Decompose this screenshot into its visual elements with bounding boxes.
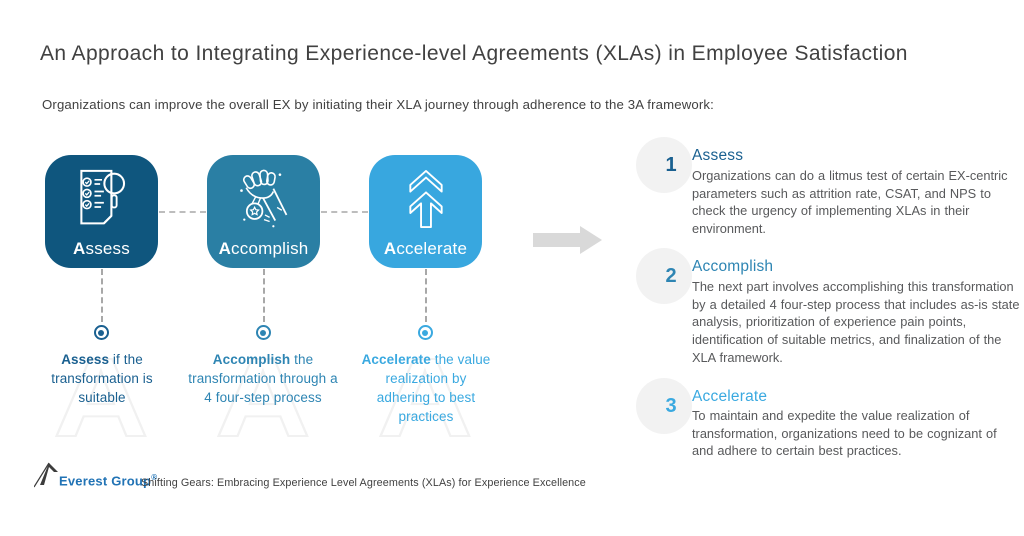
step-bullet (255, 325, 271, 340)
step-label: Assess (73, 239, 130, 258)
everest-group-logo-text: Everest Group® (59, 473, 158, 489)
registered-mark: ® (151, 473, 158, 482)
detail-body: To maintain and expedite the value reali… (692, 408, 997, 459)
bullet-dot (260, 329, 266, 336)
detail-heading-accelerate: Accelerate (692, 388, 768, 405)
dashed-connector-vertical (100, 269, 103, 322)
step-bullet (417, 325, 433, 340)
watermark-letter-a: A (214, 335, 312, 460)
step-label: Accomplish (218, 239, 309, 258)
detail-body: Organizations can do a litmus test of ce… (692, 168, 1008, 236)
watermark-letter-a: A (376, 335, 474, 460)
step-caption-accomplish: Accomplish the transformation through a … (188, 352, 338, 405)
detail-number: 1 (665, 153, 677, 176)
bullet-dot (98, 329, 104, 336)
bullet-dot (422, 329, 428, 336)
step-box-assess: Assess (45, 155, 158, 268)
right-arrow-icon (531, 224, 605, 261)
detail-number: 3 (665, 394, 677, 417)
page-title: An Approach to Integrating Experience-le… (40, 42, 908, 65)
detail-number-circle: 1 (636, 137, 692, 193)
double-chevron-up-icon (396, 166, 456, 232)
page-subtitle: Organizations can improve the overall EX… (42, 97, 714, 112)
step-bullet (93, 325, 109, 340)
dashed-connector-horizontal (321, 211, 368, 213)
detail-number: 2 (665, 264, 677, 287)
dashed-connector-vertical (262, 269, 265, 322)
source-text: Shifting Gears: Embracing Experience Lev… (141, 477, 586, 489)
step-box-accelerate: Accelerate (369, 155, 482, 268)
detail-number-circle: 2 (636, 248, 692, 304)
dashed-connector-horizontal (159, 211, 206, 213)
dashed-connector-vertical (424, 269, 427, 322)
step-caption-assess: Assess if the transformation is suitable (51, 352, 153, 405)
detail-number-circle: 3 (636, 378, 692, 434)
checklist-magnifier-icon (72, 166, 132, 232)
detail-body: The next part involves accomplishing thi… (692, 279, 1020, 365)
fist-medal-icon (234, 166, 294, 232)
detail-heading-assess: Assess (692, 147, 744, 164)
step-label: Accelerate (383, 239, 468, 258)
detail-heading-accomplish: Accomplish (692, 258, 774, 275)
watermark-letter-a: A (52, 335, 150, 460)
step-box-accomplish: Accomplish (207, 155, 320, 268)
mountain-icon (33, 459, 64, 494)
step-caption-accelerate: Accelerate the value realization by adhe… (361, 352, 491, 424)
